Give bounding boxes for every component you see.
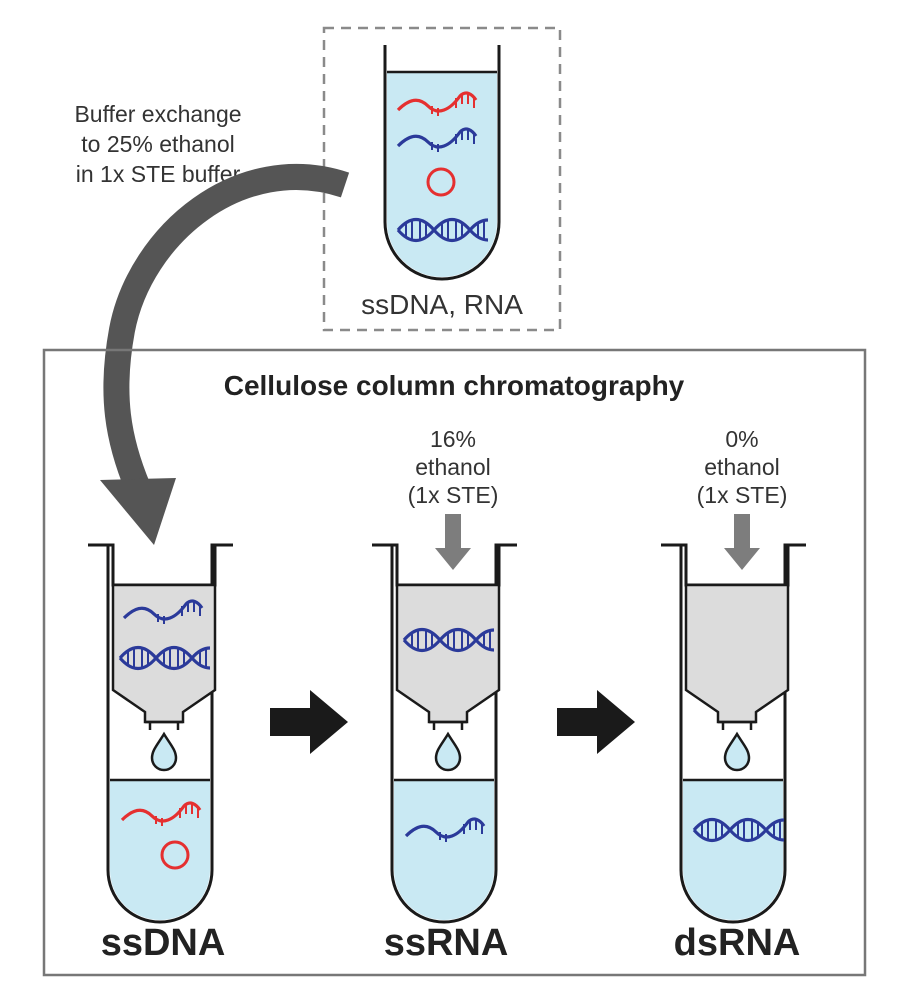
drop-1 (150, 732, 178, 772)
wash-step-2-label: 16% ethanol (1x STE) (408, 426, 499, 508)
step-arrow-1 (270, 690, 348, 754)
wash-3-down-arrow (724, 514, 760, 570)
fraction-label-2: ssRNA (384, 922, 509, 964)
collection-tube-1 (88, 543, 232, 924)
buffer-exchange-instruction: Buffer exchange to 25% ethanol in 1x STE… (74, 101, 241, 187)
column-panel-frame (42, 348, 867, 977)
wash-3-solvent: ethanol (704, 454, 779, 480)
collection-tube-3 (661, 543, 805, 924)
column-panel-title: Cellulose column chromatography (224, 370, 685, 401)
collection-liquid-1 (110, 780, 210, 920)
wash-2-down-arrow (435, 514, 471, 570)
fraction-label-3: dsRNA (674, 922, 801, 964)
wash-2-solvent: ethanol (415, 454, 490, 480)
source-sample: ssDNA, RNA (322, 26, 562, 332)
wash-3-percent: 0% (725, 426, 758, 452)
wash-step-3-label: 0% ethanol (1x STE) (697, 426, 788, 508)
resin-bed-2 (395, 583, 501, 724)
wash-3-buffer: (1x STE) (697, 482, 788, 508)
collection-liquid-3 (683, 780, 783, 920)
circular-ssdna-icon (426, 167, 456, 197)
source-tube-label: ssDNA, RNA (361, 289, 523, 320)
column-1: ssDNA (88, 543, 233, 964)
step-arrow-2 (557, 690, 635, 754)
resin-bed-3 (684, 583, 790, 724)
instruction-line-2: to 25% ethanol (81, 131, 234, 157)
collection-liquid-2 (394, 780, 494, 920)
drop-3 (723, 732, 751, 772)
column-3: dsRNA (661, 543, 806, 964)
source-liquid (387, 72, 497, 277)
instruction-line-3: in 1x STE buffer (76, 161, 241, 187)
wash-2-buffer: (1x STE) (408, 482, 499, 508)
collection-tube-2 (372, 543, 516, 924)
column-2: ssRNA (372, 543, 517, 964)
source-tube (383, 45, 501, 281)
eluted-circular-ssdna-icon (160, 840, 190, 870)
instruction-line-1: Buffer exchange (74, 101, 241, 127)
fraction-label-1: ssDNA (101, 922, 226, 964)
wash-2-percent: 16% (430, 426, 476, 452)
drop-2 (434, 732, 462, 772)
transfer-arrow (100, 163, 350, 545)
